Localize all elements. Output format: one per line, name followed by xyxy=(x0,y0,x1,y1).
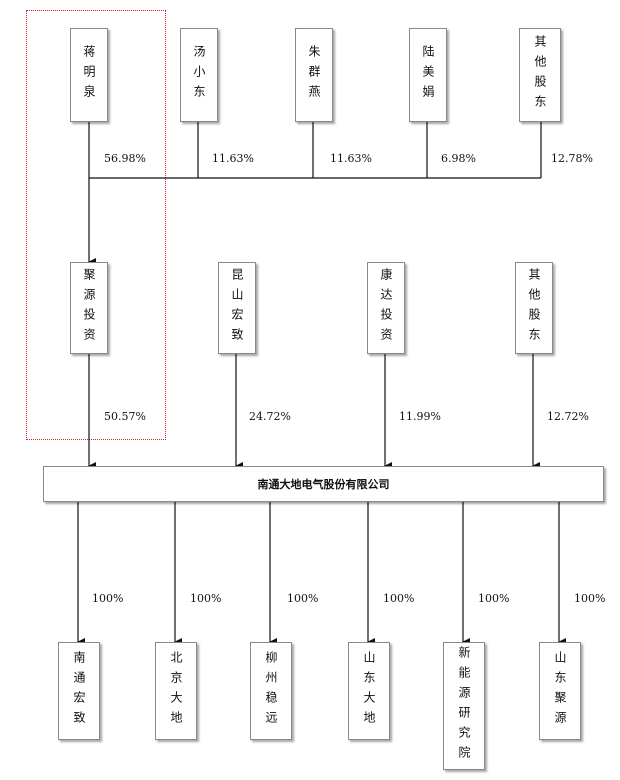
subsidiary-box: 南通宏致 xyxy=(58,642,100,740)
shareholder-pct: 12.78% xyxy=(551,152,593,165)
shareholder-pct: 6.98% xyxy=(441,152,476,165)
subsidiary-name: 新能源研究院 xyxy=(457,646,471,766)
subsidiary-pct: 100% xyxy=(190,592,222,605)
holder-pct: 50.57% xyxy=(104,410,146,423)
subsidiary-name: 柳州稳远 xyxy=(264,651,278,731)
shareholder-box: 其他股东 xyxy=(519,28,561,122)
shareholder-pct: 56.98% xyxy=(104,152,146,165)
holder-name: 昆山宏致 xyxy=(230,268,244,348)
shareholder-name: 汤小东 xyxy=(192,45,206,105)
subsidiary-box: 新能源研究院 xyxy=(443,642,485,770)
shareholder-box: 朱群燕 xyxy=(295,28,333,122)
subsidiary-name: 山东聚源 xyxy=(553,651,567,731)
shareholder-pct: 11.63% xyxy=(330,152,372,165)
holder-box: 昆山宏致 xyxy=(218,262,256,354)
company-box: 南通大地电气股份有限公司 xyxy=(43,466,604,502)
holder-name: 康达投资 xyxy=(379,268,393,348)
company-name: 南通大地电气股份有限公司 xyxy=(257,478,390,491)
subsidiary-name: 山东大地 xyxy=(362,651,376,731)
highlight-region xyxy=(26,10,166,440)
shareholder-box: 汤小东 xyxy=(180,28,218,122)
holder-name: 聚源投资 xyxy=(82,268,96,348)
shareholder-pct: 11.63% xyxy=(212,152,254,165)
subsidiary-pct: 100% xyxy=(478,592,510,605)
subsidiary-pct: 100% xyxy=(92,592,124,605)
subsidiary-pct: 100% xyxy=(383,592,415,605)
subsidiary-pct: 100% xyxy=(287,592,319,605)
subsidiary-box: 山东聚源 xyxy=(539,642,581,740)
subsidiary-name: 南通宏致 xyxy=(72,651,86,731)
subsidiary-pct: 100% xyxy=(574,592,606,605)
subsidiary-name: 北京大地 xyxy=(169,651,183,731)
subsidiary-box: 柳州稳远 xyxy=(250,642,292,740)
holder-box: 康达投资 xyxy=(367,262,405,354)
holder-pct: 12.72% xyxy=(547,410,589,423)
shareholder-name: 陆美娟 xyxy=(421,45,435,105)
holder-name: 其他股东 xyxy=(527,268,541,348)
holder-pct: 24.72% xyxy=(249,410,291,423)
shareholder-name: 朱群燕 xyxy=(307,45,321,105)
holder-box: 其他股东 xyxy=(515,262,553,354)
subsidiary-box: 北京大地 xyxy=(155,642,197,740)
shareholder-box: 陆美娟 xyxy=(409,28,447,122)
shareholder-box: 蒋明泉 xyxy=(70,28,108,122)
subsidiary-box: 山东大地 xyxy=(348,642,390,740)
holder-pct: 11.99% xyxy=(399,410,441,423)
holder-box: 聚源投资 xyxy=(70,262,108,354)
shareholder-name: 蒋明泉 xyxy=(82,45,96,105)
shareholder-name: 其他股东 xyxy=(533,35,547,115)
